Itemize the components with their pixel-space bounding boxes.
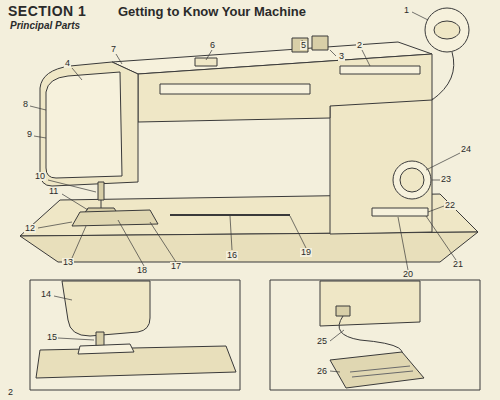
callout-number: 8 (22, 100, 29, 109)
section-title: Getting to Know Your Machine (118, 5, 306, 18)
callout-number: 21 (452, 260, 464, 269)
callout-number: 2 (356, 41, 363, 50)
callout-number: 19 (300, 248, 312, 257)
section-heading: SECTION 1 (8, 4, 86, 18)
callout-number: 12 (24, 224, 36, 233)
page-number: 2 (8, 388, 13, 397)
callout-number: 24 (460, 145, 472, 154)
callout-number: 26 (316, 367, 328, 376)
callout-number: 9 (26, 130, 33, 139)
callout-number: 11 (48, 187, 59, 196)
callout-number: 18 (136, 266, 148, 275)
callout-number: 1 (403, 6, 410, 15)
callout-number: 16 (226, 251, 238, 260)
callout-number: 6 (209, 41, 216, 50)
callout-number: 10 (34, 172, 46, 181)
callout-number: 7 (110, 45, 117, 54)
callout-number: 15 (46, 333, 58, 342)
callout-number: 22 (444, 201, 456, 210)
callout-number: 23 (440, 175, 452, 184)
callout-number: 4 (64, 59, 71, 68)
callout-number: 14 (40, 290, 52, 299)
callout-number: 5 (300, 41, 307, 50)
callout-number: 25 (316, 337, 328, 346)
callout-number: 20 (402, 270, 414, 279)
subsection-heading: Principal Parts (10, 21, 80, 31)
callout-number: 13 (62, 258, 74, 267)
callout-number: 17 (170, 262, 182, 271)
callout-number: 3 (338, 52, 345, 61)
